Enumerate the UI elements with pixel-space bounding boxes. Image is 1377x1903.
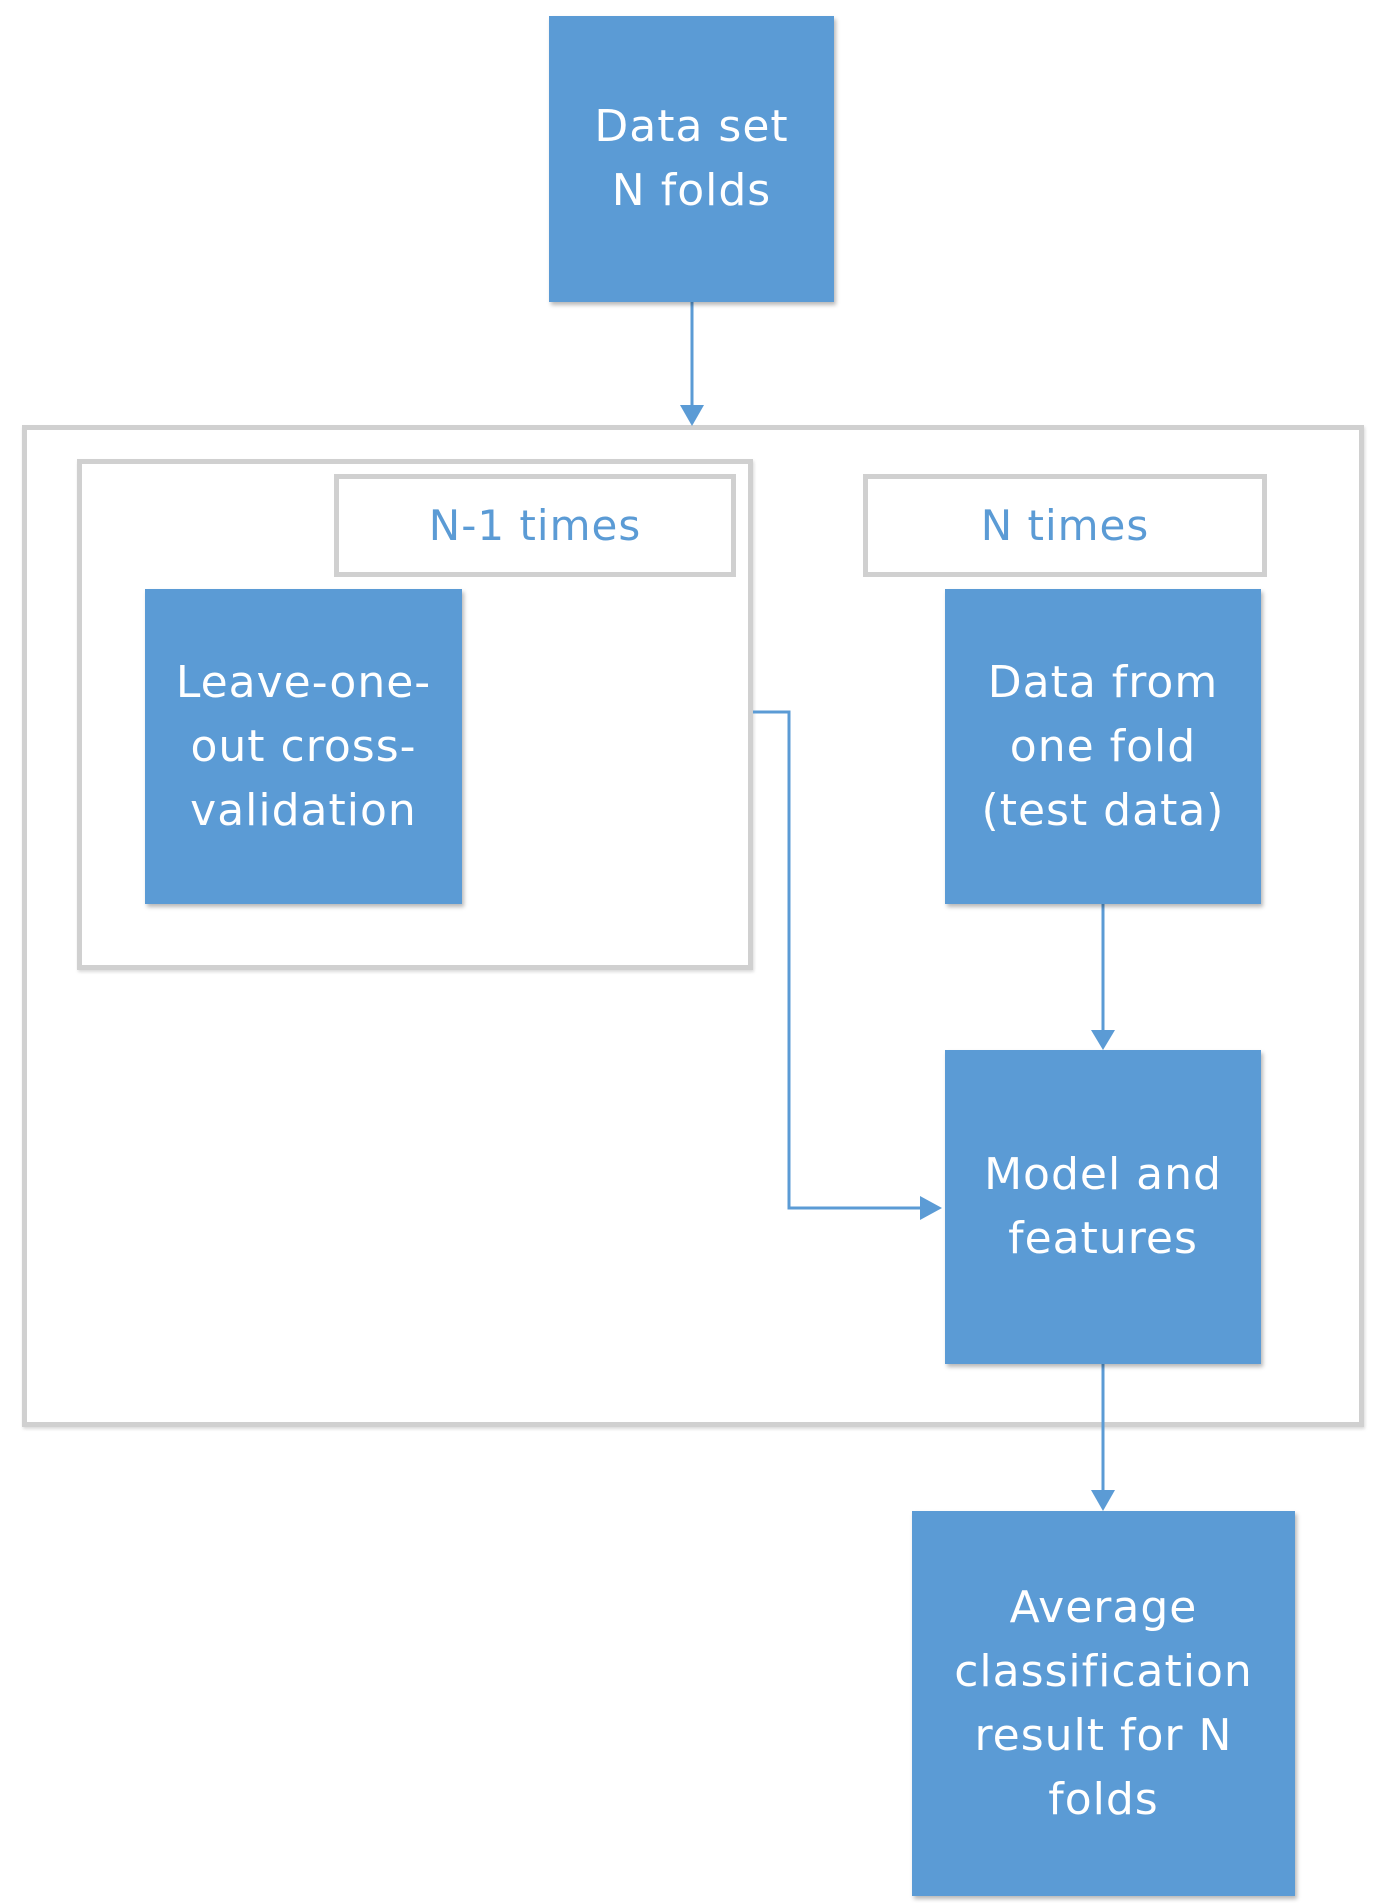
average-result-box: Average classification result for N fold… (912, 1511, 1295, 1896)
arrowhead-dataset (680, 405, 704, 426)
average-result-label: Average classification result for N fold… (954, 1581, 1253, 1825)
model-features-box: Model and features (945, 1050, 1261, 1364)
model-features-label: Model and features (984, 1149, 1222, 1264)
loocv-box: Leave-one- out cross- validation (145, 589, 462, 904)
arrowhead-average (1091, 1490, 1115, 1511)
connector-loocv-to-model (753, 710, 920, 1210)
dataset-label: Data set N folds (594, 101, 789, 216)
test-data-box: Data from one fold (test data) (945, 589, 1261, 904)
arrowhead-model-left (920, 1196, 942, 1220)
outer-loop-label-text: N times (980, 501, 1150, 550)
dataset-box: Data set N folds (549, 16, 834, 302)
loocv-label: Leave-one- out cross- validation (175, 656, 432, 836)
test-data-label: Data from one fold (test data) (981, 656, 1225, 836)
inner-loop-label-text: N-1 times (428, 501, 642, 550)
arrowhead-model-top (1091, 1030, 1115, 1050)
inner-loop-label: N-1 times (334, 474, 736, 577)
outer-loop-label: N times (863, 474, 1267, 577)
